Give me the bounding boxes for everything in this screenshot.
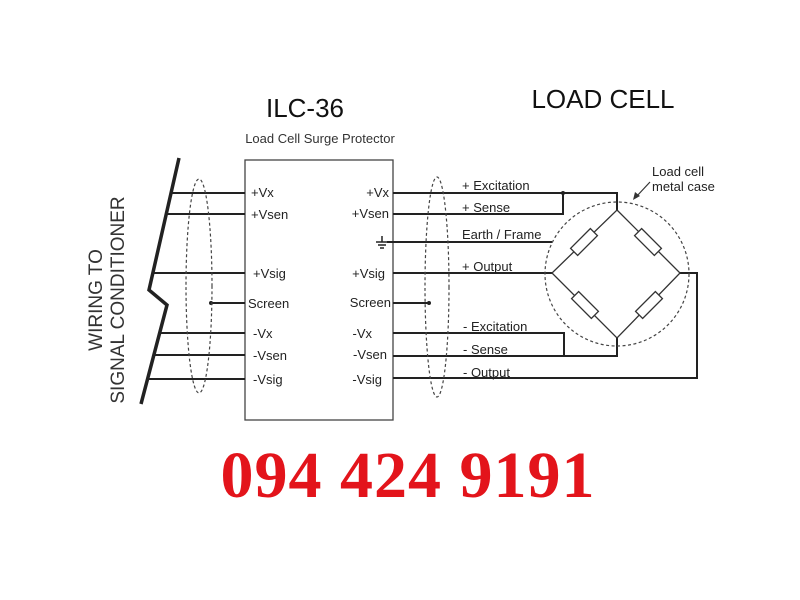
- left-pin: +Vx: [251, 185, 274, 200]
- case-label-line2: metal case: [652, 179, 715, 194]
- right-pin: Screen: [350, 295, 391, 310]
- left-pin-labels: +Vx +Vsen +Vsig Screen -Vx -Vsen -Vsig: [248, 185, 289, 387]
- right-wires: [387, 191, 698, 379]
- left-pin: -Vx: [253, 326, 273, 341]
- wheatstone-bridge: [551, 209, 681, 339]
- left-pin: -Vsen: [253, 348, 287, 363]
- right-pin: -Vsen: [353, 347, 387, 362]
- right-cable-shield: [424, 176, 450, 398]
- arrow-icon: [633, 181, 651, 200]
- right-pin: +Vx: [366, 185, 389, 200]
- device-subtitle: Load Cell Surge Protector: [245, 131, 395, 146]
- load-cell-case: [544, 201, 690, 347]
- left-pin: +Vsig: [253, 266, 286, 281]
- left-pin: +Vsen: [251, 207, 288, 222]
- side-label: WIRING TO SIGNAL CONDITIONER: [86, 196, 129, 403]
- device-title: ILC-36: [266, 93, 344, 123]
- right-pin: +Vsig: [352, 266, 385, 281]
- left-wires: [147, 192, 245, 380]
- resistor-icon: [570, 290, 600, 320]
- earth-ground-icon: [376, 236, 388, 249]
- bridge-resistors: [569, 227, 664, 320]
- left-cable-shield: [185, 178, 213, 394]
- wire-label: - Sense: [463, 342, 508, 357]
- left-pin: Screen: [248, 296, 289, 311]
- right-pin-labels: +Vx +Vsen +Vsig Screen -Vx -Vsen -Vsig: [350, 185, 391, 387]
- left-pin: -Vsig: [253, 372, 283, 387]
- surge-protector-box: [244, 159, 394, 421]
- resistor-icon: [569, 227, 599, 257]
- wire-label: Earth / Frame: [462, 227, 541, 242]
- load-cell-title: LOAD CELL: [531, 84, 674, 114]
- resistor-icon: [634, 290, 664, 320]
- phone-number: 094 424 9191: [221, 439, 596, 512]
- case-label-line1: Load cell: [652, 164, 704, 179]
- right-pin: -Vsig: [352, 372, 382, 387]
- right-pin: -Vx: [353, 326, 373, 341]
- wire-label: - Excitation: [463, 319, 527, 334]
- side-label-line2: SIGNAL CONDITIONER: [108, 196, 129, 403]
- side-label-line1: WIRING TO: [86, 249, 107, 351]
- wire-label: + Excitation: [462, 178, 530, 193]
- wire-label: + Sense: [462, 200, 510, 215]
- wire-label: - Output: [463, 365, 510, 380]
- wire-labels: + Excitation + Sense Earth / Frame + Out…: [462, 178, 541, 380]
- wire-label: + Output: [462, 259, 513, 274]
- right-pin: +Vsen: [352, 206, 389, 221]
- resistor-icon: [633, 227, 663, 257]
- cable-break-line: [139, 157, 181, 405]
